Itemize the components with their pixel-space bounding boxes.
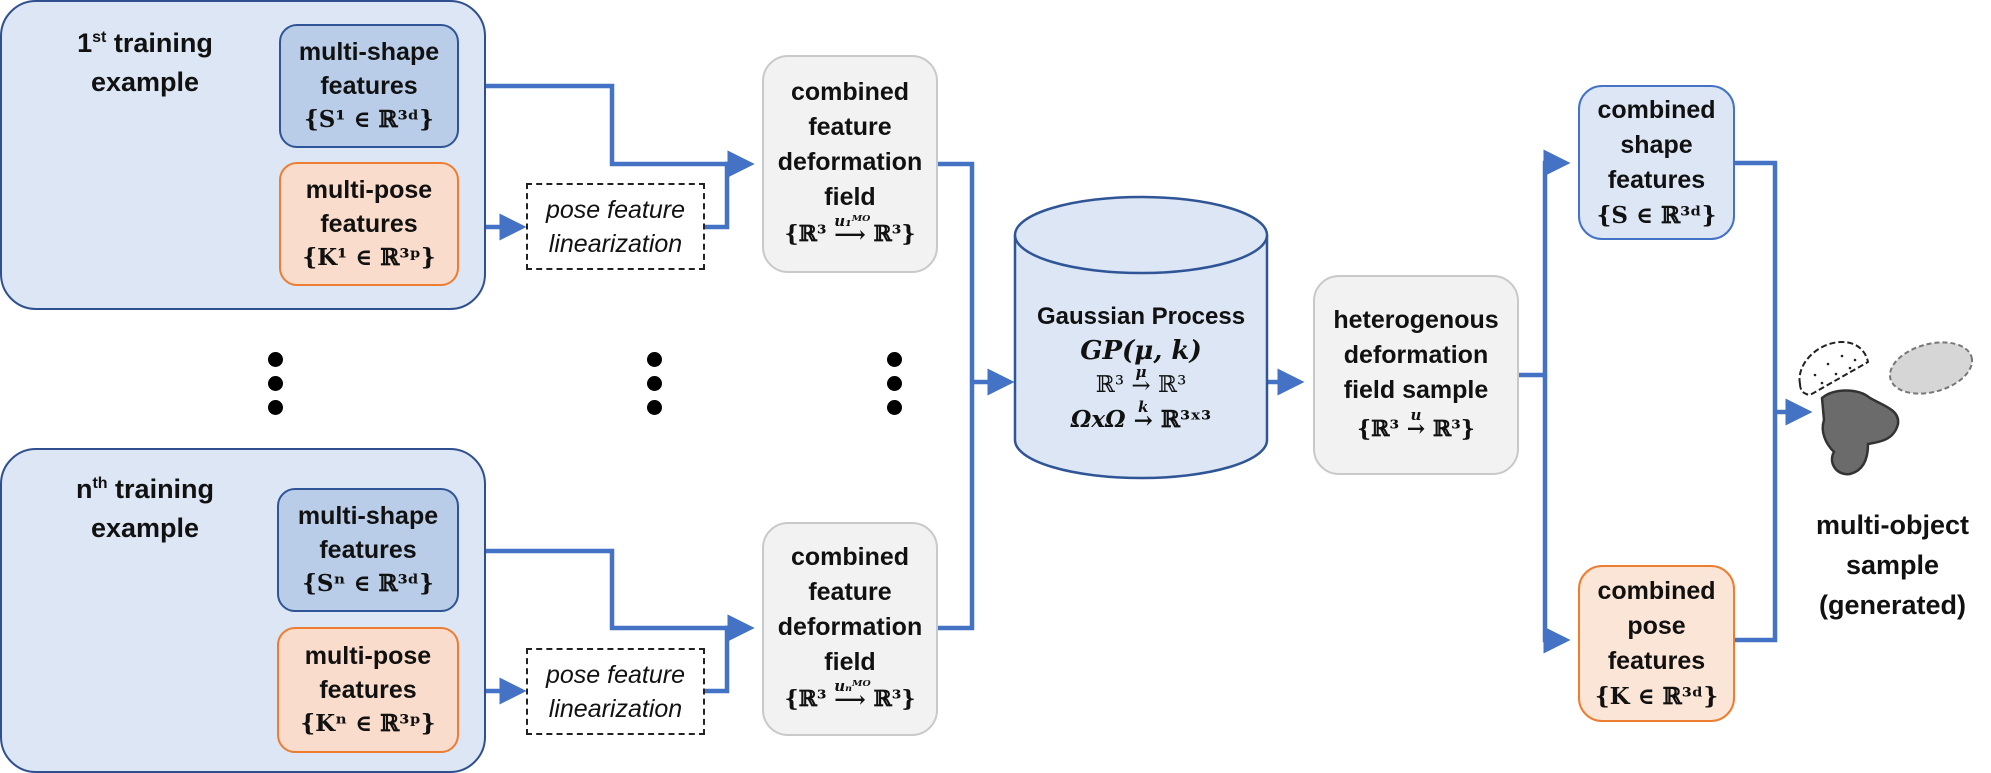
connector-linearizationn-to-field2 — [705, 614, 755, 694]
multi-pose-features-1: multi-pose features {K¹ ∈ ℝ³ᵖ} — [279, 162, 459, 286]
pose-feature-linearization-1: pose feature linearization — [526, 183, 705, 270]
multi-object-sample-label: multi-object sample (generated) — [1816, 510, 1969, 620]
connector-shape-to-output — [1735, 160, 1808, 643]
combined-pose-features: combined pose features {K ∈ ℝ³ᵈ} — [1578, 565, 1735, 722]
multi-pose-features-n: multi-pose features {Kⁿ ∈ ℝ³ᵖ} — [277, 627, 459, 753]
heterogenous-deformation-field-sample: heterogenous deformation field sample {ℝ… — [1313, 275, 1519, 475]
combined-shape-features: combined shape features {S ∈ ℝ³ᵈ} — [1578, 85, 1735, 240]
training-example-1-title: 1st training example — [77, 28, 213, 97]
gaussian-process-label: Gaussian Process GP(μ, k) ℝ³ μ→ ℝ³ ΩxΩ k… — [1036, 303, 1246, 434]
ellipsis-fields — [887, 352, 907, 424]
ellipsis-examples — [268, 352, 288, 424]
connector-fields-to-gp — [938, 161, 1010, 631]
combined-feature-deformation-field-n: combined feature deformation field {ℝ³ u… — [762, 522, 938, 736]
connector-sample-to-shape — [1519, 149, 1571, 378]
output-objects-illustration — [1798, 340, 1974, 476]
connector-shapen-to-field2 — [460, 548, 755, 642]
multi-shape-features-1: multi-shape features {S¹ ∈ ℝ³ᵈ} — [279, 24, 459, 148]
gaussian-process-cylinder — [1013, 195, 1269, 480]
connector-shape1-to-field1 — [460, 83, 755, 178]
multi-shape-features-n: multi-shape features {Sⁿ ∈ ℝ³ᵈ} — [277, 488, 459, 612]
training-example-n-title: nth training example — [75, 474, 215, 543]
connector-linearization1-to-field1 — [705, 150, 755, 230]
combined-feature-deformation-field-1: combined feature deformation field {ℝ³ u… — [762, 55, 938, 273]
connector-sample-to-pose — [1542, 375, 1571, 654]
ellipsis-linearization — [647, 352, 667, 424]
pose-feature-linearization-n: pose feature linearization — [526, 648, 705, 735]
